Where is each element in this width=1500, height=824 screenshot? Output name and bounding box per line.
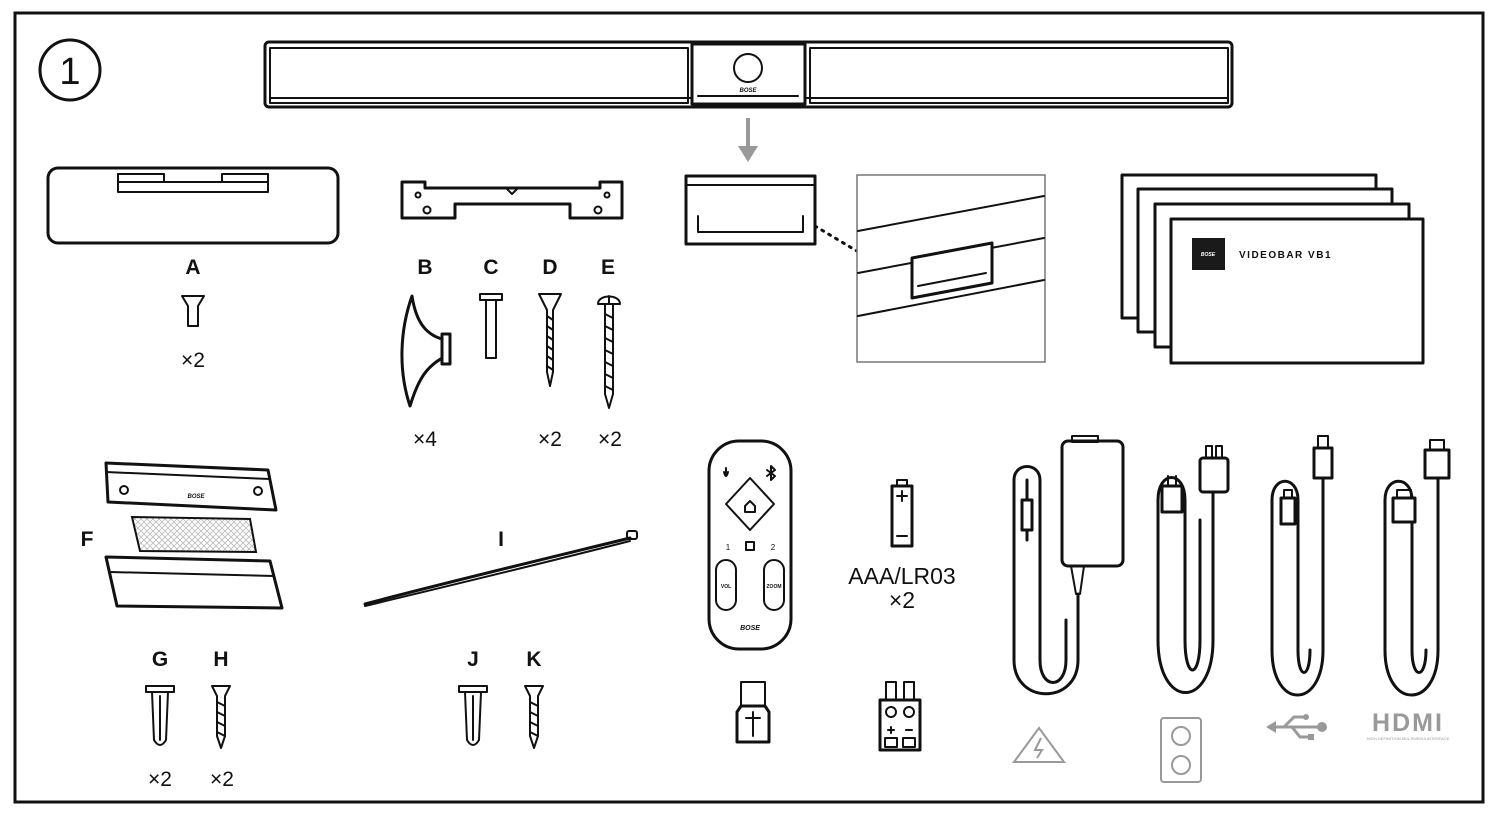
remote-vol-label: VOL [721, 584, 731, 590]
down-arrow-icon [738, 118, 758, 162]
part-h-label: H [213, 648, 228, 671]
camera-cover [684, 174, 817, 246]
bluetooth-icon [766, 465, 776, 481]
part-e-qty: ×2 [598, 428, 622, 451]
part-a-screw-icon [181, 295, 205, 327]
dpad-icon [725, 477, 775, 531]
battery-qty: ×2 [889, 587, 915, 613]
videobar-brand: BOSE [739, 88, 757, 94]
remote-zoom-label: ZOOM [767, 584, 782, 590]
diagram-frame [13, 11, 1485, 804]
usb-logo-icon [1266, 714, 1327, 740]
part-k-screw-icon [524, 685, 544, 749]
part-d-screw-icon [538, 293, 562, 387]
part-d-qty: ×2 [538, 428, 562, 451]
electrical-hazard-icon [1012, 726, 1066, 763]
part-h-qty: ×2 [210, 768, 234, 791]
part-b-toggle-anchor-icon [400, 294, 452, 408]
part-a-mount-bracket [46, 166, 340, 245]
manual-brand: BOSE [1201, 252, 1216, 258]
power-cord-icon [1156, 445, 1230, 694]
plate-brand: BOSE [187, 494, 205, 500]
cover-installed-detail [856, 174, 1046, 363]
part-g-label: G [152, 648, 168, 671]
part-e-label: E [601, 256, 615, 279]
mic-mute-icon [723, 467, 729, 477]
battery-type: AAA/LR03 [848, 563, 955, 589]
part-d-label: D [542, 256, 557, 279]
manual-title: VIDEOBAR VB1 [1239, 250, 1332, 261]
part-f-label: F [81, 528, 94, 551]
usb-cable-icon [1270, 435, 1334, 697]
remote-btn-2: 2 [771, 543, 776, 552]
hdmi-cable-icon [1383, 439, 1451, 697]
power-supply-icon [1012, 435, 1125, 696]
part-c-bolt-icon [479, 293, 503, 359]
part-b-qty: ×4 [413, 428, 437, 451]
quick-start-guides: BOSE VIDEOBAR VB1 [1120, 173, 1425, 365]
part-f-adhesive-plate: BOSE [104, 461, 284, 610]
hdmi-logo: HDMI [1372, 709, 1444, 737]
part-g-wall-anchor-icon [145, 685, 175, 746]
videobar-device: BOSE [263, 40, 1234, 109]
terminal-block-icon [878, 681, 922, 752]
step-number-badge: 1 [38, 38, 102, 102]
remote-control: 1 2 VOL ZOOM BOSE [707, 439, 793, 651]
part-j-wall-anchor-icon [458, 685, 488, 746]
home-icon [744, 500, 756, 513]
camera-lens-icon [733, 53, 763, 83]
battery-icon [890, 479, 914, 548]
camera-preset-icon [745, 541, 755, 551]
hdmi-tagline: HIGH-DEFINITION MULTIMEDIA INTERFACE [1367, 736, 1450, 741]
part-g-qty: ×2 [148, 768, 172, 791]
part-b-label: B [417, 256, 432, 279]
remote-btn-1: 1 [726, 543, 731, 552]
part-j-label: J [467, 648, 479, 671]
remote-brand: BOSE [740, 625, 760, 632]
part-i-cable-tie-icon [363, 530, 638, 607]
part-a-qty: ×2 [181, 349, 205, 372]
step-number: 1 [59, 51, 80, 93]
part-a-label: A [185, 256, 200, 279]
wall-outlet-icon [1160, 717, 1202, 783]
part-c-label: C [483, 256, 498, 279]
usb-dongle-icon [735, 681, 771, 744]
bose-logo-box [1192, 238, 1225, 270]
part-i-label: I [498, 528, 504, 551]
wall-bracket [400, 180, 624, 220]
part-e-screw-icon [597, 295, 621, 409]
part-k-label: K [526, 648, 541, 671]
part-h-screw-icon [211, 685, 231, 749]
